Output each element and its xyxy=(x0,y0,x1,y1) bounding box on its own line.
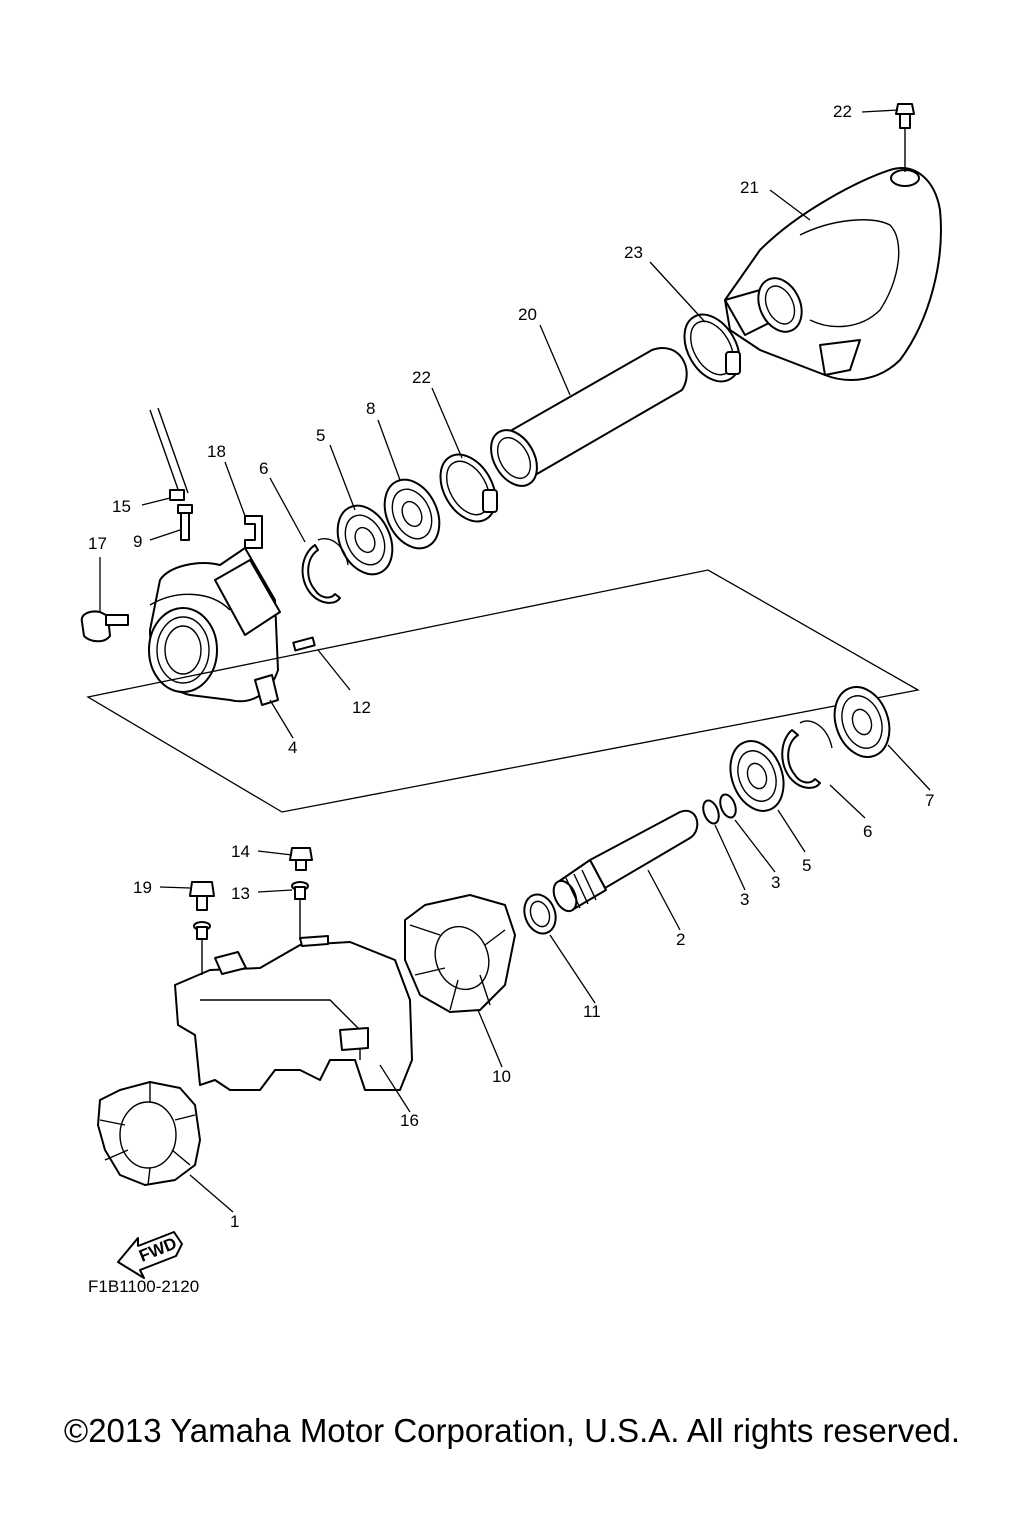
part-14-bolt xyxy=(289,847,313,871)
leader-lines xyxy=(99,109,931,1213)
part-5-bearing-lower xyxy=(729,740,785,812)
part-19-bolt xyxy=(189,881,301,975)
callout-19: 19 xyxy=(133,878,152,897)
part-4-pump-housing xyxy=(80,407,316,706)
callout-15: 15 xyxy=(112,497,131,516)
callout-20: 20 xyxy=(518,305,537,324)
part-23-clamp xyxy=(683,313,741,383)
callout-8: 8 xyxy=(366,399,375,418)
callout-22-mid: 22 xyxy=(412,368,431,387)
callout-4: 4 xyxy=(288,738,297,757)
part-16-cover xyxy=(174,935,413,1091)
part-6-circlip-upper xyxy=(301,538,349,604)
callout-3-right: 3 xyxy=(771,873,780,892)
callout-3-left: 3 xyxy=(740,890,749,909)
part-8-bearing xyxy=(383,478,441,550)
assembly-outline xyxy=(86,569,920,813)
part-3-o-rings xyxy=(702,793,737,825)
part-7-bearing xyxy=(833,686,891,758)
callout-5-lower: 5 xyxy=(802,856,811,875)
part-22-bolt-top xyxy=(895,103,915,129)
callout-18: 18 xyxy=(207,442,226,461)
callout-6-lower: 6 xyxy=(863,822,872,841)
callout-17: 17 xyxy=(88,534,107,553)
callout-11: 11 xyxy=(583,1002,601,1021)
callout-23: 23 xyxy=(624,243,643,262)
part-10-coupling xyxy=(404,894,516,1013)
callout-10: 10 xyxy=(492,1067,511,1086)
part-1-damper xyxy=(97,1081,201,1186)
part-22-clamp xyxy=(439,453,498,523)
part-21-nozzle-housing xyxy=(724,120,942,381)
part-18-plate xyxy=(244,515,263,549)
callout-7: 7 xyxy=(925,791,934,810)
callout-5-upper: 5 xyxy=(316,426,325,445)
part-5-bearing-upper xyxy=(336,504,394,576)
callout-6-upper: 6 xyxy=(259,459,268,478)
callout-2: 2 xyxy=(676,930,685,949)
callout-21: 21 xyxy=(740,178,759,197)
part-6-circlip-lower xyxy=(781,720,833,789)
callout-labels: 22 21 23 20 22 8 5 18 6 15 9 17 12 4 7 6… xyxy=(88,102,934,1231)
part-11-collar xyxy=(523,893,557,935)
diagram-code: F1B1100-2120 xyxy=(88,1277,199,1296)
callout-1: 1 xyxy=(230,1212,239,1231)
part-2-shaft xyxy=(552,809,699,913)
callout-12: 12 xyxy=(352,698,371,717)
fwd-arrow-icon: FWD xyxy=(117,1231,183,1279)
callout-22-top: 22 xyxy=(833,102,852,121)
part-13-collar xyxy=(291,881,309,900)
part-20-hose xyxy=(490,347,688,487)
callout-14: 14 xyxy=(231,842,250,861)
callout-9: 9 xyxy=(133,532,142,551)
callout-16: 16 xyxy=(400,1111,419,1130)
copyright-notice: ©2013 Yamaha Motor Corporation, U.S.A. A… xyxy=(63,1412,961,1449)
callout-13: 13 xyxy=(231,884,250,903)
